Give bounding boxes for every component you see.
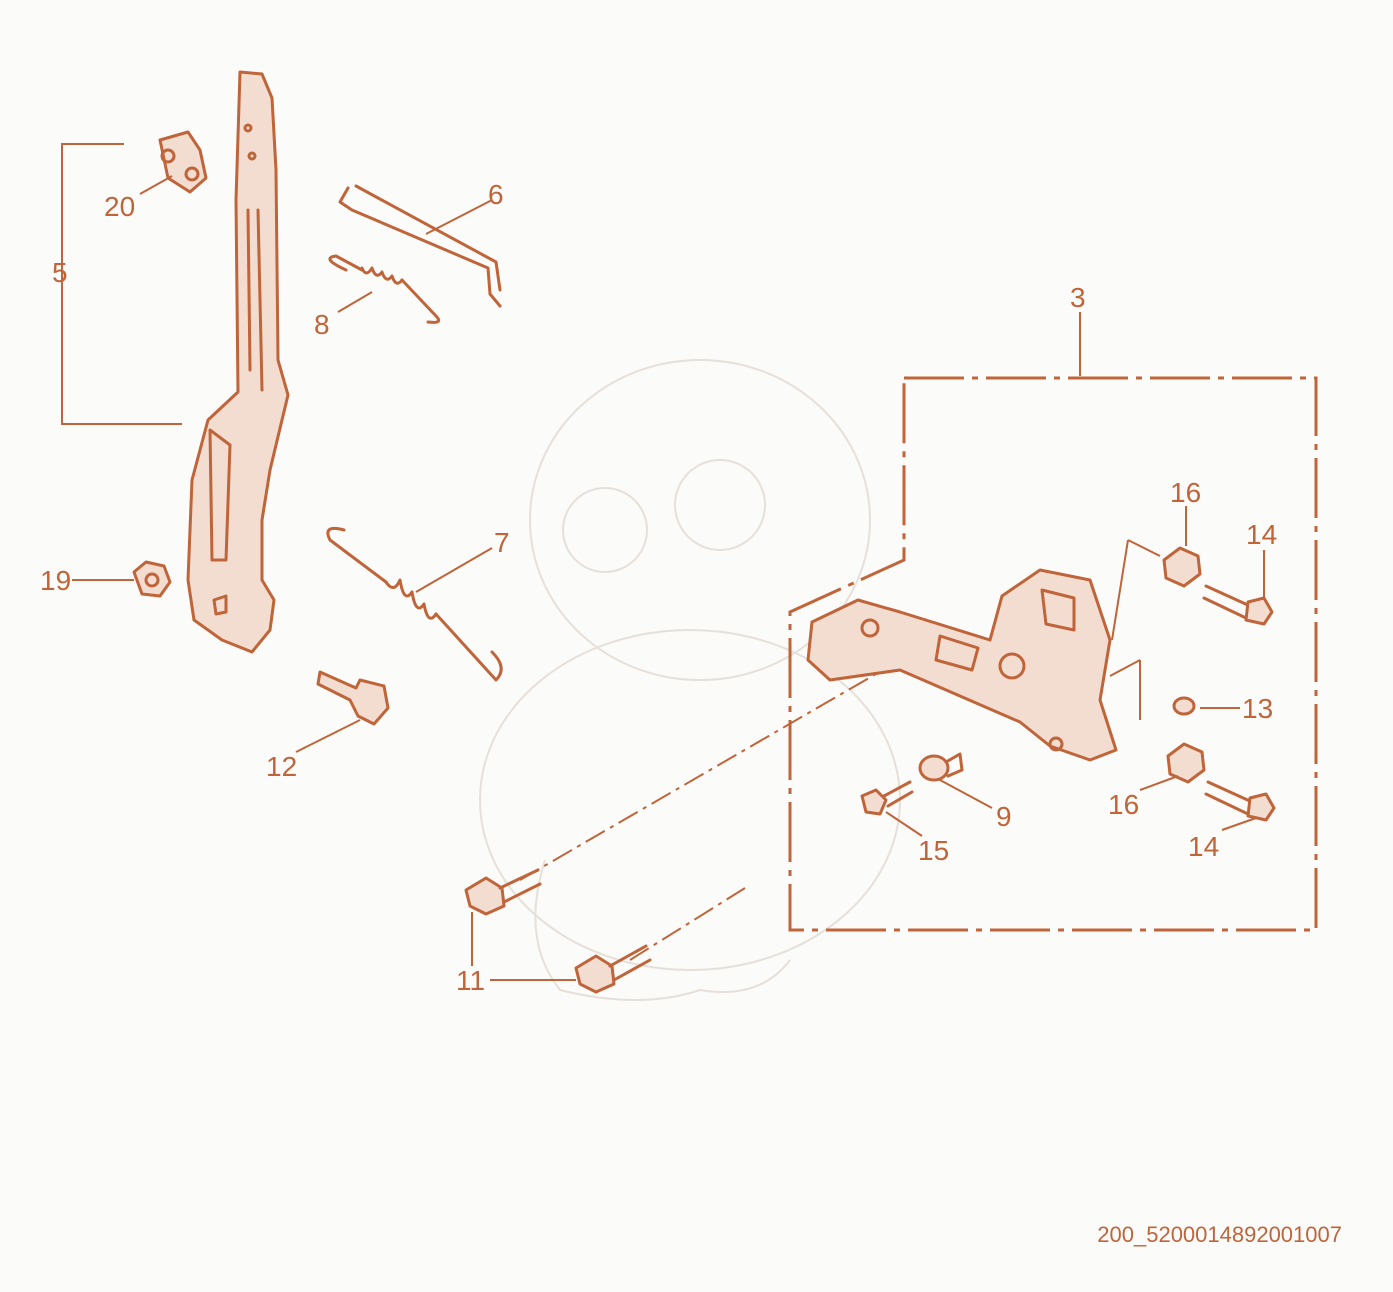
bolt-part-14b	[1204, 780, 1276, 822]
callout-15: 15	[918, 835, 949, 866]
callout-14-upper: 14	[1246, 519, 1277, 550]
control-bracket-part	[806, 568, 1118, 762]
bolt-part-14a	[1202, 584, 1274, 626]
bolt-part-15	[860, 780, 914, 816]
leader-lines	[61, 143, 1265, 981]
washer-part-13	[1172, 696, 1196, 716]
callout-6: 6	[488, 179, 504, 210]
bolt-part-11b	[574, 944, 652, 994]
callout-7: 7	[494, 527, 510, 558]
lever-arm-part	[186, 70, 290, 654]
long-spring-part	[326, 526, 503, 682]
callout-11: 11	[456, 965, 485, 996]
callout-16-lower: 16	[1108, 789, 1139, 820]
callout-20: 20	[104, 191, 135, 222]
callout-5: 5	[52, 257, 68, 288]
callout-14-lower: 14	[1188, 831, 1219, 862]
clip-part	[158, 130, 208, 194]
nut-part-19	[132, 560, 172, 598]
rod-part	[338, 184, 502, 308]
callout-3: 3	[1070, 282, 1086, 313]
short-spring-part	[328, 254, 441, 324]
callout-19: 19	[40, 565, 71, 596]
callout-16-upper: 16	[1170, 477, 1201, 508]
nut-part-16b	[1166, 742, 1206, 784]
callout-labels: 3 5 6 7 8 9 11 12 13 14 14 15 16 16 19 2…	[40, 179, 1277, 996]
collar-part	[918, 752, 964, 782]
diagram-code: 200_5200014892001007	[1097, 1222, 1342, 1247]
callout-8: 8	[314, 309, 330, 340]
assembly-frame	[788, 376, 1318, 932]
nut-part-16a	[1162, 546, 1202, 588]
callout-12: 12	[266, 751, 297, 782]
pin-part	[316, 670, 390, 726]
callout-9: 9	[996, 801, 1012, 832]
callout-13: 13	[1242, 693, 1273, 724]
